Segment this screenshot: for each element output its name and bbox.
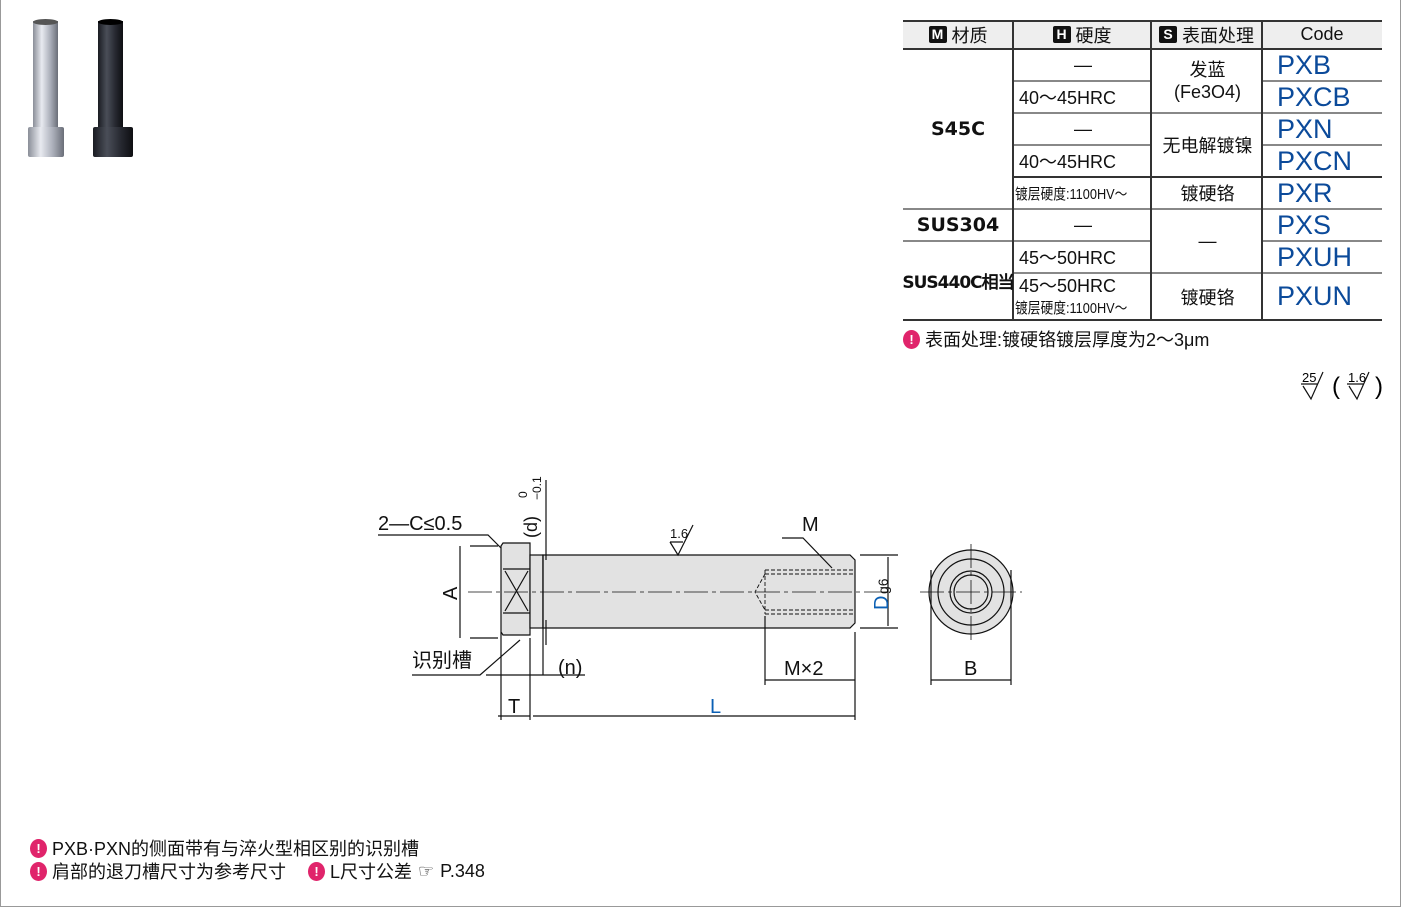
code-pxcb: PXCB <box>1277 81 1351 112</box>
silver-pin-image <box>28 19 64 157</box>
note-icon: ! <box>30 861 47 881</box>
technical-drawing: 2—C≤0.5 M 1.6 A (d) 0 −0.1 D g6 识别槽 (n) … <box>378 476 1022 720</box>
code-pxuh: PXUH <box>1277 241 1353 272</box>
page-reference-link[interactable]: P.348 <box>440 860 485 881</box>
code-pxr: PXR <box>1277 177 1333 208</box>
treatment-chrome: 镀硬铬 <box>1180 184 1235 204</box>
footnote-1: !PXB·PXN的侧面带有与淬火型相区别的识别槽 <box>30 835 419 861</box>
note-icon: ! <box>30 838 47 858</box>
a-label: A <box>440 586 462 600</box>
material-s45c: S45C <box>930 118 986 140</box>
code-pxcn: PXCN <box>1277 145 1353 176</box>
hardness-cell: 40～45HRC <box>1019 88 1117 108</box>
hardness-cell: 镀层硬度:1100HV～ <box>1015 299 1128 317</box>
roughness-paren: 1.6 <box>1348 370 1366 385</box>
note-icon: ! <box>308 861 325 881</box>
groove-label: 识别槽 <box>412 649 472 672</box>
roughness-general: 25 <box>1302 370 1316 385</box>
material-sus440c: SUS440C相当 <box>902 273 1014 293</box>
hardness-cell: — <box>1074 118 1092 139</box>
treatment-black-oxide: 发蓝(Fe3O4) <box>1173 60 1242 102</box>
hardness-cell: 45～50HRC <box>1019 248 1117 268</box>
hardness-cell: 45～50HRC <box>1019 276 1117 296</box>
hardness-cell: — <box>1074 214 1092 235</box>
b-label: B <box>964 658 977 680</box>
treatment-nickel: 无电解镀镍 <box>1162 136 1253 156</box>
black-pin-image <box>93 19 133 157</box>
hardness-cell: — <box>1074 54 1092 75</box>
treatment-chrome: 镀硬铬 <box>1180 287 1235 308</box>
chamfer-label: 2—C≤0.5 <box>378 513 462 535</box>
hardness-cell: 40～45HRC <box>1019 152 1117 172</box>
code-pxn: PXN <box>1277 113 1333 144</box>
dia-d-label: D <box>871 596 893 610</box>
d-label: (d) <box>521 516 541 538</box>
surface-label: 1.6 <box>670 526 688 541</box>
t-label: T <box>508 696 520 718</box>
m-badge-icon: M <box>928 26 947 43</box>
mx2-label: M×2 <box>784 658 823 680</box>
roughness-symbols: 25 ( 1.6 ) <box>1301 370 1383 401</box>
table-note: !表面处理:镀硬铬镀层厚度为2～3μm <box>903 326 1209 352</box>
product-photo <box>28 19 133 157</box>
d-tol-lower: −0.1 <box>530 476 544 500</box>
note-icon: ! <box>903 329 920 349</box>
svg-text:): ) <box>1375 373 1383 400</box>
code-pxun: PXUN <box>1277 281 1353 311</box>
l-label: L <box>710 696 721 718</box>
code-pxs: PXS <box>1277 209 1332 240</box>
material-sus304: SUS304 <box>916 214 1000 236</box>
footnote-2: !肩部的退刀槽尺寸为参考尺寸 !L尺寸公差 ☞P.348 <box>30 858 485 884</box>
code-pxb: PXB <box>1277 49 1332 80</box>
treatment-none: — <box>1198 230 1217 251</box>
dia-fit-label: g6 <box>875 578 891 594</box>
s-badge-icon: S <box>1159 26 1177 43</box>
h-badge-icon: H <box>1052 26 1071 43</box>
hardness-cell: 镀层硬度:1100HV～ <box>1015 185 1128 203</box>
n-label: (n) <box>558 657 582 679</box>
header-code: Code <box>1262 21 1382 48</box>
svg-text:(: ( <box>1332 373 1340 400</box>
m-label: M <box>802 514 819 536</box>
d-tol-upper: 0 <box>516 491 530 498</box>
pointing-hand-icon: ☞ <box>418 860 435 881</box>
